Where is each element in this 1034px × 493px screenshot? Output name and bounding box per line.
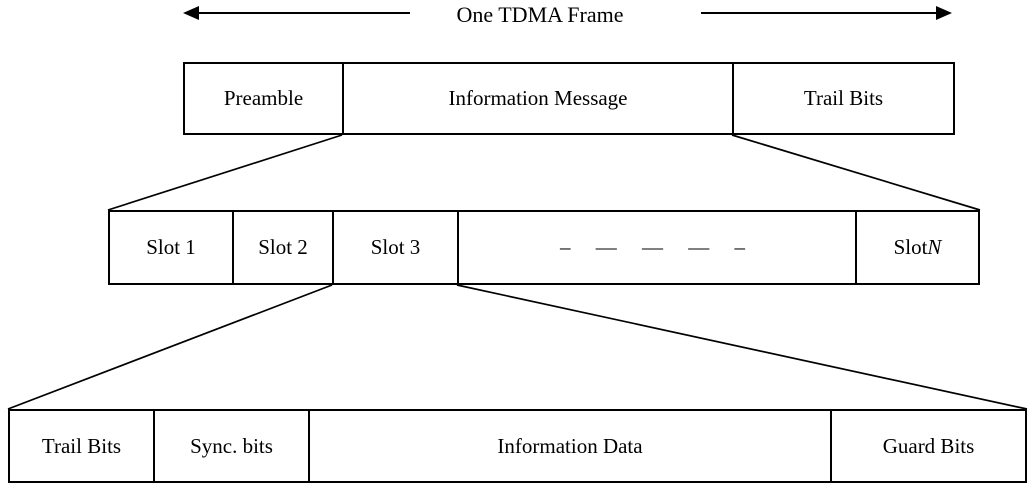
slot-cell-2-label: Slot 2 xyxy=(258,235,308,259)
frame-cell-information-message-label: Information Message xyxy=(448,86,628,110)
slot3-expansion-line-left xyxy=(7,284,333,410)
left-arrow-icon xyxy=(183,6,410,20)
right-arrow-icon xyxy=(701,6,952,20)
detail-cell-sync-bits: Sync. bits xyxy=(155,411,310,481)
detail-cell-trail-bits-label: Trail Bits xyxy=(41,433,122,458)
slot-detail-row: Trail Bits Sync. bits Information Data G… xyxy=(8,409,1027,483)
detail-cell-guard-bits-label: Guard Bits xyxy=(882,433,975,458)
slot-cell-2: Slot 2 xyxy=(234,212,334,283)
slot-cell-n-variable: N xyxy=(927,235,942,259)
frame-expansion-line-left xyxy=(107,134,343,211)
detail-cell-sync-bits-label: Sync. bits xyxy=(190,433,273,458)
diagram-title: One TDMA Frame xyxy=(456,2,624,27)
slot-cell-1: Slot 1 xyxy=(110,212,234,283)
frame-cell-trail-bits: Trail Bits xyxy=(734,64,953,133)
slot-cell-n-label: Slot xyxy=(893,235,928,259)
slot-row: Slot 1 Slot 2 Slot 3 – — — — – Slot N xyxy=(108,210,980,285)
frame-cell-information-message: Information Message xyxy=(344,64,734,133)
frame-cell-preamble-label: Preamble xyxy=(223,86,304,110)
detail-cell-information-data-label: Information Data xyxy=(497,433,643,458)
detail-cell-information-data: Information Data xyxy=(310,411,832,481)
detail-cell-trail-bits: Trail Bits xyxy=(10,411,155,481)
slot-cell-3: Slot 3 xyxy=(334,212,459,283)
frame-row: Preamble Information Message Trail Bits xyxy=(183,62,955,135)
slot-cell-3-label: Slot 3 xyxy=(370,235,421,259)
slot-cell-n: Slot N xyxy=(857,212,978,283)
slot-cell-ellipsis: – — — — – xyxy=(459,212,857,283)
detail-cell-guard-bits: Guard Bits xyxy=(832,411,1025,481)
slot-cell-1-label: Slot 1 xyxy=(146,235,196,259)
slot3-expansion-line-right xyxy=(456,284,1028,410)
frame-expansion-line-right xyxy=(731,134,981,211)
slot-ellipsis-dashes: – — — — – xyxy=(560,235,754,259)
frame-cell-preamble: Preamble xyxy=(185,64,344,133)
frame-cell-trail-bits-label: Trail Bits xyxy=(803,86,884,110)
